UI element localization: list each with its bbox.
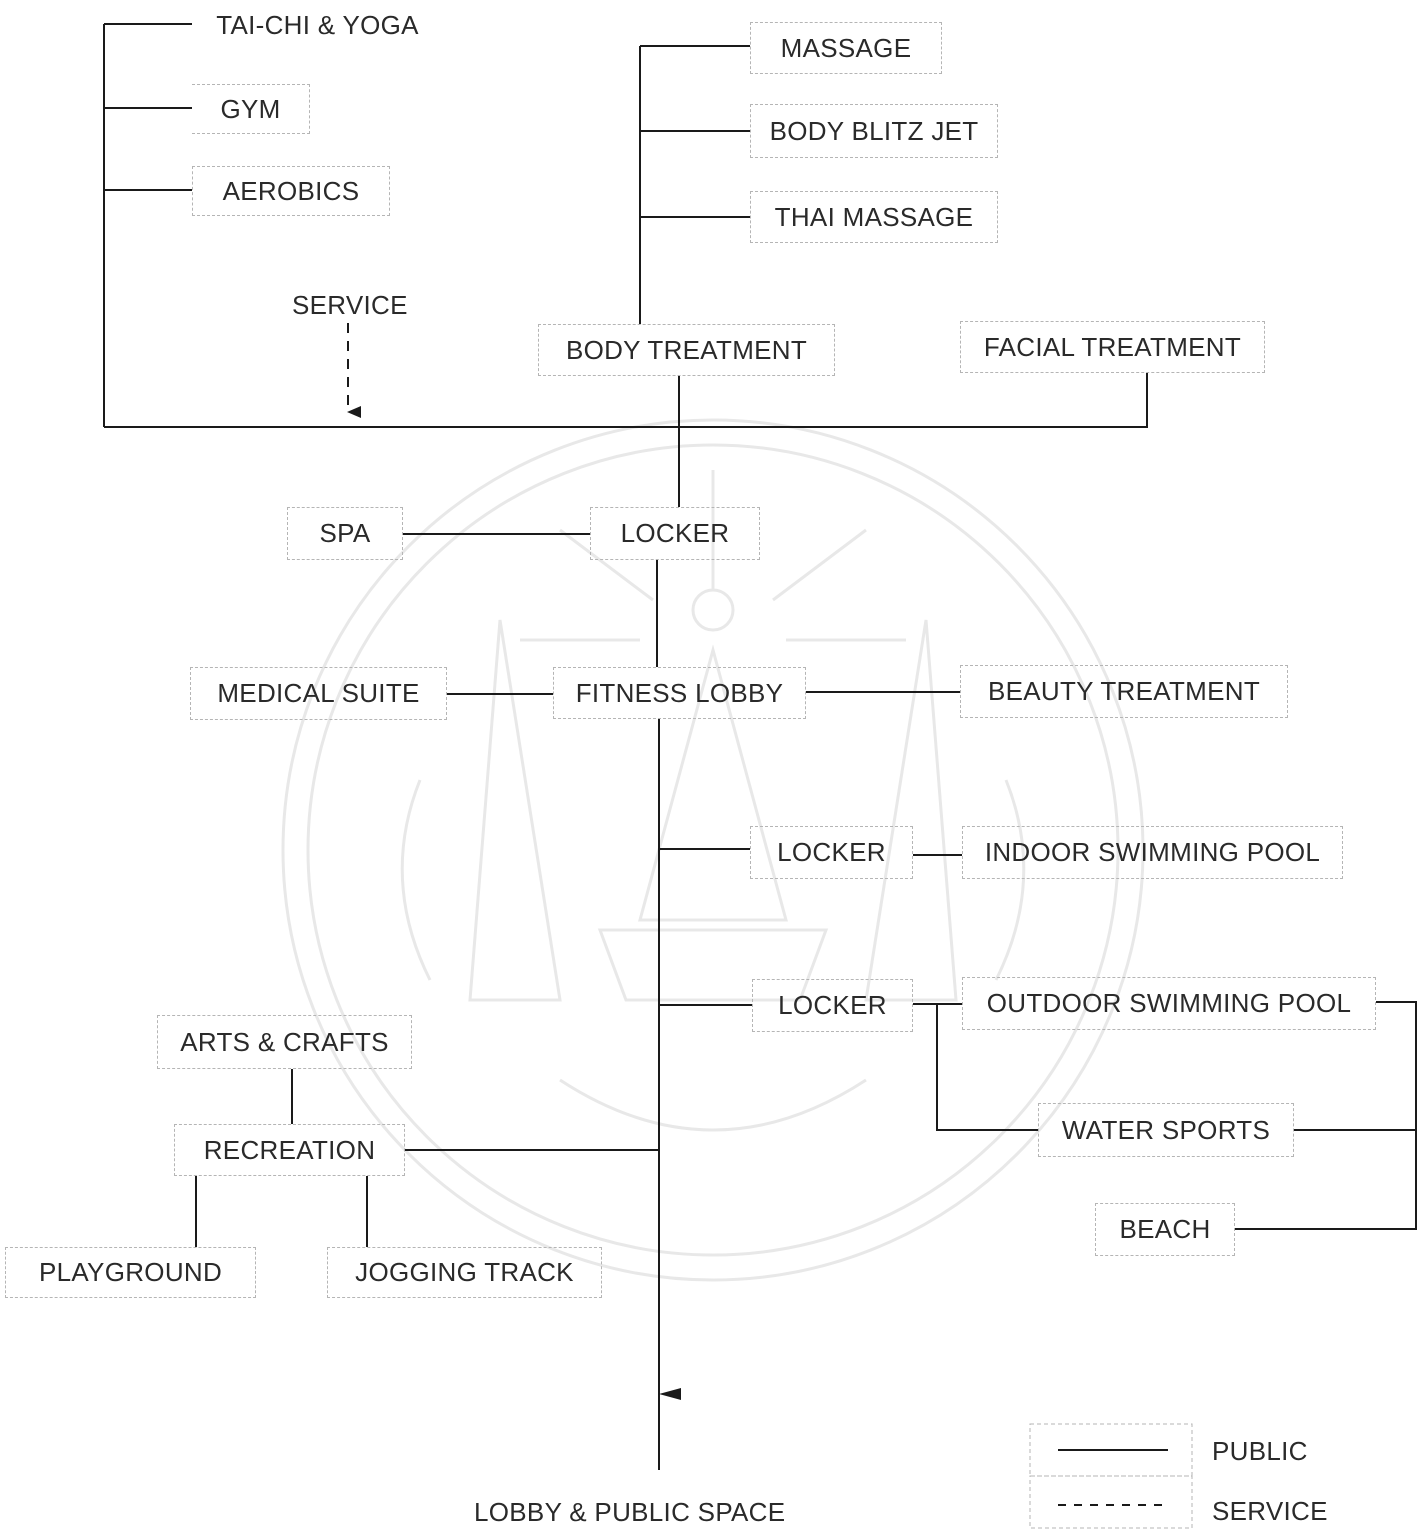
service-label: SERVICE [292, 290, 408, 321]
legend-service-label: SERVICE [1212, 1496, 1328, 1527]
node-arts-crafts: ARTS & CRAFTS [157, 1015, 412, 1069]
node-spa: SPA [287, 507, 403, 560]
node-locker-outdoor: LOCKER [752, 979, 913, 1032]
line-fitness-group [104, 24, 192, 427]
node-fitness-lobby: FITNESS LOBBY [553, 667, 806, 719]
node-thai-massage: THAI MASSAGE [750, 191, 998, 243]
node-medical-suite: MEDICAL SUITE [190, 667, 447, 720]
node-tai-chi-yoga: TAI-CHI & YOGA [195, 4, 440, 46]
node-lobby-public-space: LOBBY & PUBLIC SPACE [474, 1497, 785, 1528]
node-water-sports: WATER SPORTS [1038, 1103, 1294, 1157]
node-jogging-track: JOGGING TRACK [327, 1247, 602, 1298]
node-gym: GYM [192, 84, 310, 134]
node-body-treatment: BODY TREATMENT [538, 324, 835, 376]
node-massage: MASSAGE [750, 22, 942, 74]
node-body-blitz-jet: BODY BLITZ JET [750, 104, 998, 158]
line-main-bus [104, 373, 1147, 427]
node-facial-treatment: FACIAL TREATMENT [960, 321, 1265, 373]
node-indoor-pool: INDOOR SWIMMING POOL [962, 826, 1343, 879]
legend-public-label: PUBLIC [1212, 1436, 1308, 1467]
node-playground: PLAYGROUND [5, 1247, 256, 1298]
node-beauty-treatment: BEAUTY TREATMENT [960, 665, 1288, 718]
line-body-treatment-branch [640, 46, 750, 324]
node-aerobics: AEROBICS [192, 166, 390, 216]
node-outdoor-pool: OUTDOOR SWIMMING POOL [962, 977, 1376, 1030]
legend-service-box [1030, 1476, 1192, 1528]
node-beach: BEACH [1095, 1203, 1235, 1256]
node-recreation: RECREATION [174, 1124, 405, 1176]
node-locker-indoor: LOCKER [750, 826, 913, 879]
node-locker-top: LOCKER [590, 507, 760, 560]
